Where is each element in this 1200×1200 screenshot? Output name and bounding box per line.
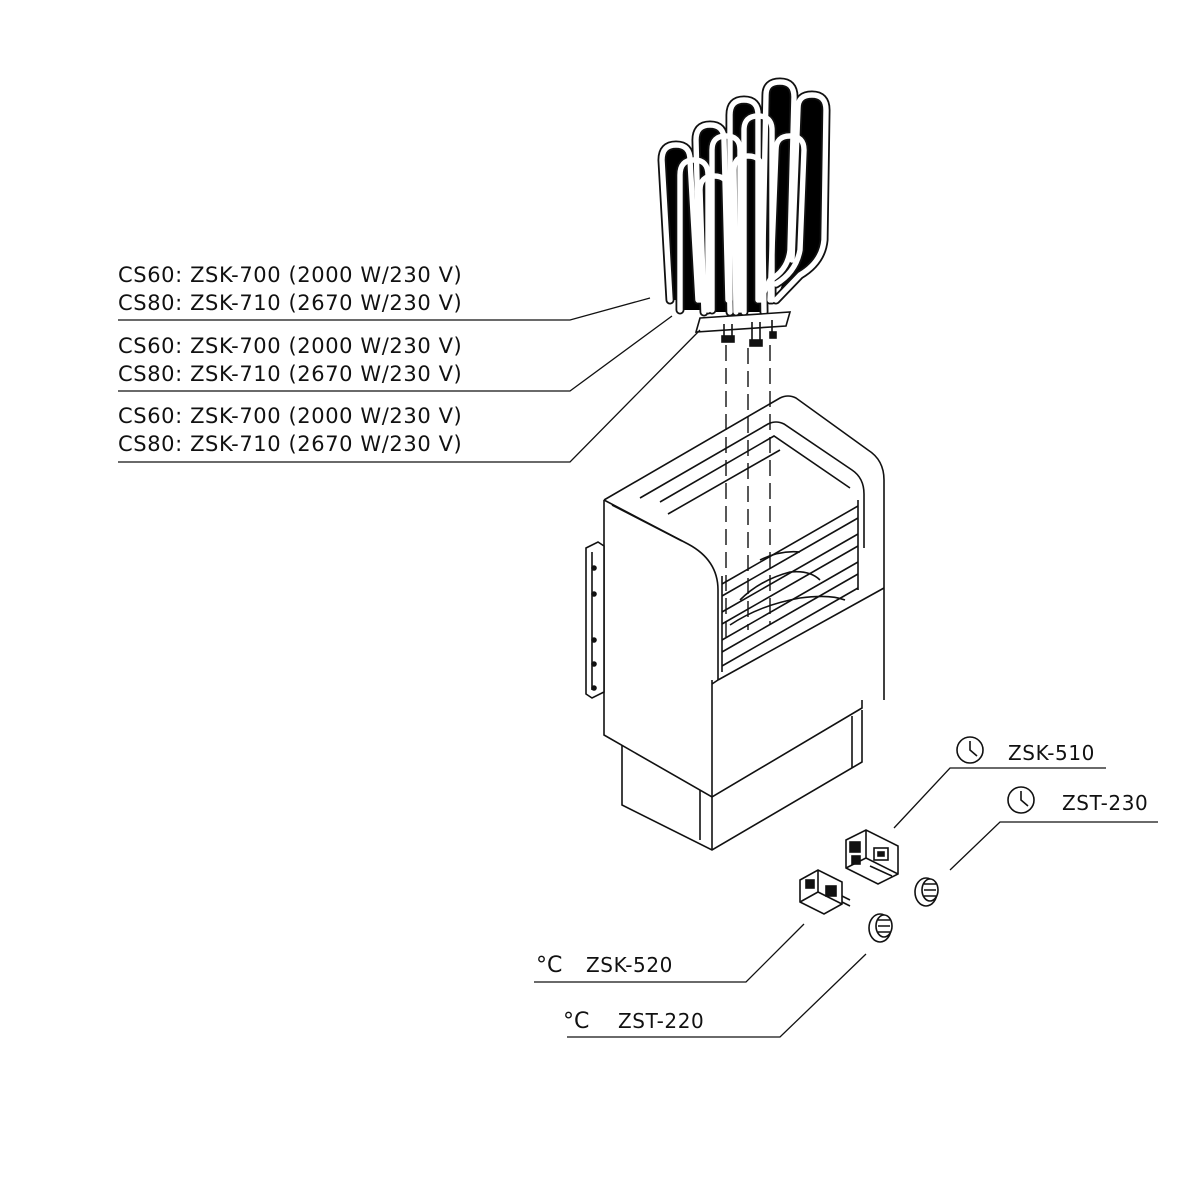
thermostat-unit-leader [534, 923, 805, 983]
timer-knob-code: ZST-230 [1062, 791, 1148, 815]
timer-unit-label: ZSK-510 [893, 736, 1106, 829]
timer-knob-leader [949, 821, 1158, 871]
element-label-2-line1: CS60: ZSK-700 (2000 W/230 V) [118, 334, 462, 358]
thermostat-knob-label: °C ZST-220 [563, 953, 867, 1038]
timer-unit-code: ZSK-510 [1008, 741, 1095, 765]
thermostat-unit-code: ZSK-520 [586, 953, 673, 977]
heating-element-tubes-inner [659, 79, 829, 315]
element-label-1-line2: CS80: ZSK-710 (2670 W/230 V) [118, 291, 462, 315]
timer-knob-label: ZST-230 [949, 786, 1158, 871]
timer-knob-part [914, 877, 939, 907]
element-label-group-1: CS60: ZSK-700 (2000 W/230 V) CS80: ZSK-7… [118, 263, 651, 321]
clock-icon [1007, 786, 1035, 814]
assembly-guide-lines [725, 345, 771, 640]
wall-mounting-bracket [585, 541, 605, 699]
leader-line-2 [118, 315, 673, 392]
element-label-3-line2: CS80: ZSK-710 (2670 W/230 V) [118, 432, 462, 456]
thermostat-unit-label: °C ZSK-520 [534, 923, 805, 983]
thermostat-knob-leader [567, 953, 867, 1038]
leader-line-3 [118, 329, 701, 463]
element-label-group-2: CS60: ZSK-700 (2000 W/230 V) CS80: ZSK-7… [118, 315, 673, 392]
element-label-2-line2: CS80: ZSK-710 (2670 W/230 V) [118, 362, 462, 386]
clock-icon [956, 736, 984, 764]
heater-body-illustration [603, 395, 885, 851]
timer-unit-part [845, 829, 899, 885]
celsius-symbol: °C [563, 1009, 589, 1034]
element-label-3-line1: CS60: ZSK-700 (2000 W/230 V) [118, 404, 462, 428]
leader-line-1 [118, 297, 651, 321]
thermostat-knob-part [868, 913, 893, 943]
timer-unit-leader [893, 767, 1106, 829]
celsius-symbol: °C [536, 953, 562, 978]
element-label-1-line1: CS60: ZSK-700 (2000 W/230 V) [118, 263, 462, 287]
element-label-group-3: CS60: ZSK-700 (2000 W/230 V) CS80: ZSK-7… [118, 329, 701, 463]
thermostat-knob-code: ZST-220 [618, 1009, 704, 1033]
element-mounting-plate [694, 311, 792, 347]
thermostat-unit-part [799, 869, 851, 915]
